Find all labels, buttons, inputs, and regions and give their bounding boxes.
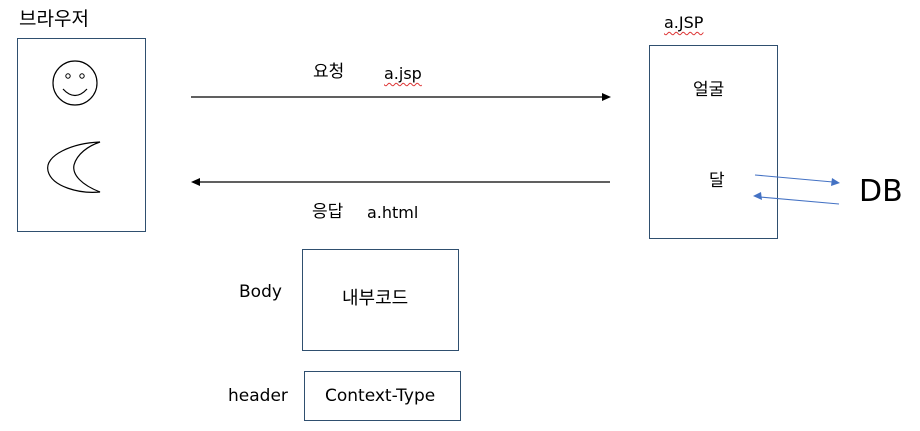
request-arrow <box>191 93 611 101</box>
moon-label: 달 <box>709 171 725 191</box>
face-label: 얼굴 <box>693 80 725 100</box>
jsp-box: 얼굴 달 <box>649 45 778 239</box>
header-side-label: header <box>228 386 288 406</box>
crescent-moon-icon <box>47 141 101 193</box>
body-box-content: 내부코드 <box>342 288 409 309</box>
db-query-arrow <box>754 174 840 186</box>
header-box-content: Context-Type <box>325 386 436 406</box>
browser-box <box>17 38 146 232</box>
response-arrow <box>191 178 610 186</box>
response-file: a.html <box>367 203 419 222</box>
request-file: a.jsp <box>384 64 422 83</box>
body-box: 내부코드 <box>302 249 459 351</box>
header-box: Context-Type <box>304 371 461 421</box>
body-side-label: Body <box>239 282 282 302</box>
db-result-arrow <box>753 192 840 205</box>
db-label: DB <box>859 174 903 209</box>
smiley-face-icon <box>52 60 98 106</box>
response-label: 응답 <box>312 202 344 222</box>
browser-title: 브라우저 <box>19 8 89 30</box>
jsp-title: a.JSP <box>664 13 704 32</box>
request-label: 요청 <box>313 62 345 82</box>
